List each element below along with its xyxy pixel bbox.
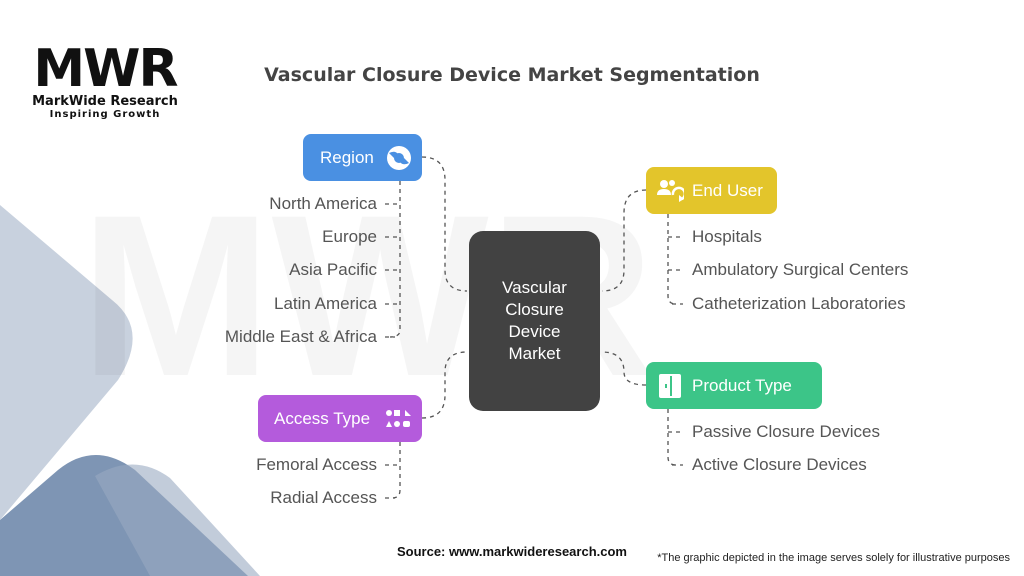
product-type-node: Product Type (646, 362, 822, 409)
region-item: Asia Pacific (289, 260, 377, 279)
brand-tagline: Inspiring Growth (49, 109, 161, 120)
end-user-item: Hospitals (692, 227, 762, 246)
access-type-node: Access Type (258, 395, 422, 442)
end-user-label: End User (692, 180, 763, 200)
region-label: Region (320, 147, 374, 167)
source-credit: Source: www.markwideresearch.com (396, 544, 627, 559)
brand-logo: MWR (33, 39, 179, 94)
access-type-label: Access Type (274, 408, 371, 428)
door-icon (659, 374, 681, 398)
end-user-node: End User (646, 167, 777, 214)
center-node: Vascular Closure Device Market (469, 231, 600, 411)
brand-name: MarkWide Research (32, 94, 178, 109)
region-item: Middle East & Africa (224, 327, 377, 346)
access-type-item: Femoral Access (256, 455, 377, 474)
region-item: North America (269, 194, 377, 213)
product-type-item: Active Closure Devices (692, 455, 867, 474)
region-item: Latin America (274, 294, 377, 313)
shapes-icon (386, 410, 411, 427)
globe-icon (387, 146, 411, 170)
end-user-item: Catheterization Laboratories (692, 294, 906, 313)
end-user-item: Ambulatory Surgical Centers (692, 260, 909, 279)
disclaimer-note: *The graphic depicted in the image serve… (657, 552, 1010, 564)
region-node: Region (303, 134, 422, 181)
svg-text:MWR: MWR (33, 39, 177, 94)
product-type-label: Product Type (692, 375, 792, 395)
center-label: Vascular Closure Device Market (502, 278, 567, 363)
page-title: Vascular Closure Device Market Segmentat… (264, 64, 760, 86)
region-item: Europe (322, 227, 377, 246)
product-type-item: Passive Closure Devices (692, 422, 881, 441)
user-cycle-icon (657, 180, 684, 202)
access-type-item: Radial Access (270, 488, 377, 507)
